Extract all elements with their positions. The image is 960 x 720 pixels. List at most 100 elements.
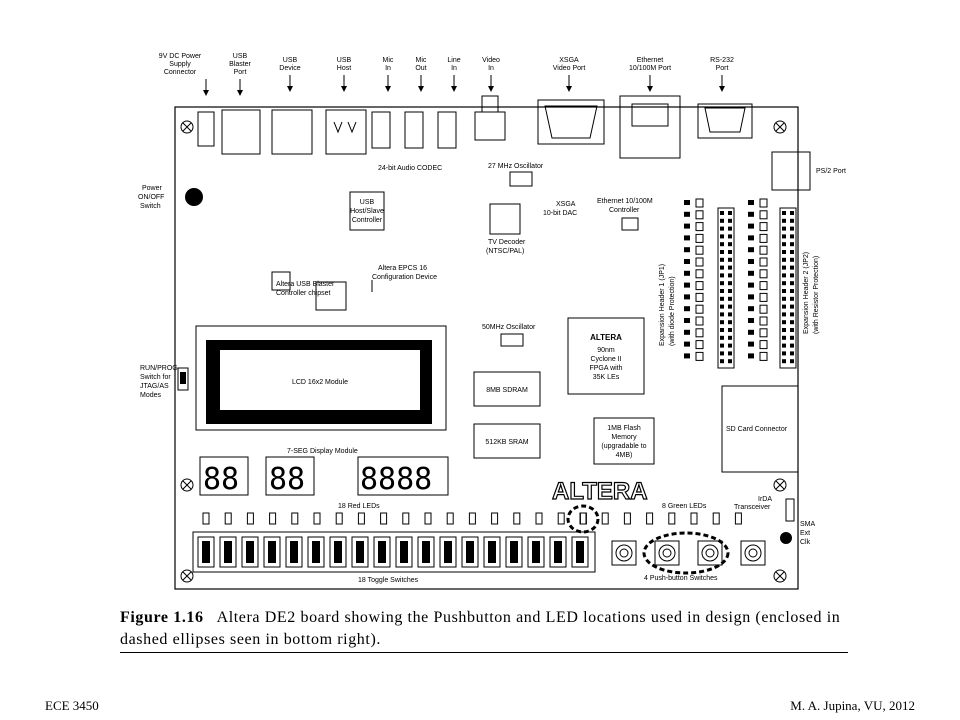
green-led: [668, 512, 676, 525]
osc27-label: 27 MHz Oscillator: [488, 163, 544, 170]
power-switch-label-3: Switch: [140, 203, 161, 210]
resistor-1: [695, 222, 704, 232]
fpga-label-4: 35K LEs: [593, 374, 620, 381]
header-pin: [728, 359, 732, 364]
header-pin: [782, 250, 786, 254]
green-led: [623, 512, 631, 525]
header-pin: [720, 335, 724, 340]
header-pin: [720, 359, 724, 364]
run-prog-label-3: JTAG/AS: [140, 383, 169, 390]
diode-2: [748, 318, 754, 323]
irda-label-1: IrDA: [758, 496, 772, 503]
audio-codec-label: 24-bit Audio CODEC: [378, 165, 442, 172]
header-pin: [790, 226, 794, 231]
pushbutton: [697, 540, 723, 566]
tv-decoder-chip: [489, 203, 521, 235]
resistor-1: [695, 210, 704, 220]
top-label-usb-blaster-1: USB: [233, 53, 248, 60]
toggle-lever: [422, 541, 430, 563]
header-pin: [790, 273, 794, 278]
top-label-rs232-1: RS-232: [710, 57, 734, 64]
pushbutton-label: 4 Push-button Switches: [644, 575, 718, 582]
header-pin: [782, 328, 786, 332]
xsga-dac-label-1: XSGA: [556, 201, 576, 208]
de2-board-diagram: 9V DC PowerSupplyConnectorUSBBlasterPort…: [138, 53, 846, 590]
toggle-lever: [444, 541, 452, 563]
red-led: [468, 512, 476, 525]
top-connectors: [197, 95, 753, 159]
resistor-1: [695, 340, 704, 350]
header-pin: [790, 296, 794, 301]
top-label-power-2: Supply: [169, 61, 191, 68]
header-pin: [790, 320, 794, 325]
toggle-switch: [263, 536, 281, 568]
footer-course: ECE 3450: [45, 698, 99, 713]
header-pin: [728, 296, 732, 301]
toggle-switch: [417, 536, 435, 568]
header-pin: [720, 320, 724, 325]
header-pin: [782, 335, 786, 340]
osc50-label: 50MHz Oscillator: [482, 324, 536, 331]
top-label-usb-host-1: USB: [337, 57, 352, 64]
red-led: [246, 512, 254, 525]
top-label-usb-device-1: USB: [283, 57, 298, 64]
header-pin: [782, 226, 786, 231]
header-pin: [720, 289, 724, 293]
usb-blaster-chip-label-2: Controller chipset: [276, 290, 331, 297]
button-highlight-ellipse: [642, 531, 730, 575]
toggle-lever: [466, 541, 474, 563]
flash-label-1: 1MB Flash: [607, 425, 641, 432]
toggle-lever: [554, 541, 562, 563]
toggle-lever: [312, 541, 320, 563]
header-pin: [782, 257, 786, 262]
epcs-label-2: Configuration Device: [372, 274, 437, 281]
header-pin: [790, 351, 794, 356]
header-pin: [790, 250, 794, 254]
toggle-switch: [307, 536, 325, 568]
header-pin: [728, 257, 732, 262]
header-pin: [782, 265, 786, 270]
toggle-lever: [246, 541, 254, 563]
header-pin: [782, 218, 786, 223]
toggle-lever: [202, 541, 210, 563]
red-led: [535, 512, 543, 525]
header-pin: [720, 211, 724, 215]
diode-2: [748, 270, 754, 276]
ps2-port: [771, 151, 811, 191]
toggle-switch: [527, 536, 545, 568]
usb-controller-chip: [349, 191, 385, 231]
toggle-switch: [219, 536, 237, 568]
pushbutton-cap: [615, 544, 633, 562]
header-pin: [720, 250, 724, 254]
sdram-chip: [473, 371, 541, 407]
diode-1: [684, 223, 690, 229]
resistor-2: [759, 210, 768, 220]
exp1-label-1: Expansion Header 1 (JP1): [659, 264, 666, 346]
toggle-switch: [197, 536, 215, 568]
red-led: [224, 512, 232, 525]
usb-blaster-chip-label-1: Altera USB Blaster: [276, 281, 335, 288]
fpga-chip: [567, 317, 645, 395]
toggle-lever: [290, 541, 298, 563]
pushbutton: [740, 540, 766, 566]
header-pin: [720, 257, 724, 262]
fpga-label-1: 90nm: [597, 347, 615, 354]
top-label-usb-device-2: Device: [279, 65, 301, 72]
toggle-switches: [192, 531, 596, 573]
lcd-label: LCD 16x2 Module: [292, 379, 348, 386]
red-led: [357, 512, 365, 525]
toggle-label: 18 Toggle Switches: [358, 577, 419, 584]
header-pin: [790, 265, 794, 270]
flash-label-4: 4MB): [616, 452, 633, 459]
header-pin: [782, 273, 786, 278]
caption-rule: [120, 652, 848, 653]
header-pin: [782, 211, 786, 215]
sram-chip: [473, 423, 541, 459]
header-pin: [782, 296, 786, 301]
header-pin: [728, 320, 732, 325]
red-leds-label: 18 Red LEDs: [338, 503, 380, 510]
toggle-lever: [268, 541, 276, 563]
diode-2: [748, 247, 754, 253]
header-pin: [720, 226, 724, 231]
resistor-2: [759, 351, 768, 361]
